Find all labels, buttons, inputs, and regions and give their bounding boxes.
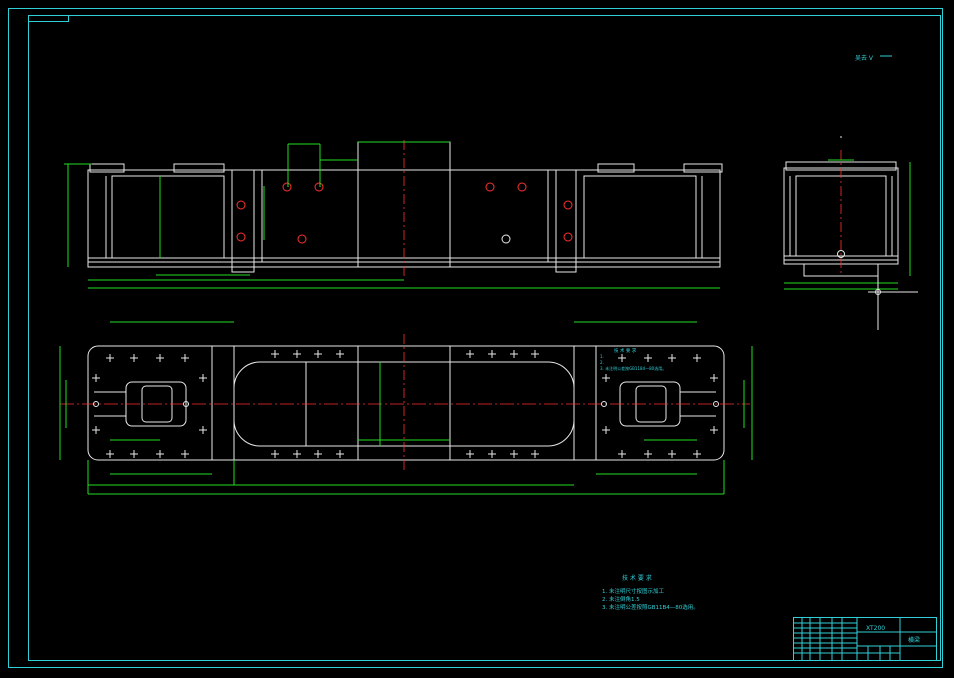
note-item: 3. 未注明公差按照GB11B4—80选用。 — [602, 603, 699, 611]
plan-note: 技 术 要 求 1. 2. 3. 未注明公差按GB1184—80选用。 — [600, 347, 666, 371]
sheet-inner-border — [28, 15, 941, 661]
sheet-outer-border — [8, 8, 943, 668]
part-code: XT200 — [866, 625, 885, 632]
plan-note-item: 3. 未注明公差按GB1184—80选用。 — [600, 365, 666, 371]
note-item: 1. 未注明尺寸按图示加工 — [602, 587, 664, 595]
plan-view — [59, 321, 753, 495]
plan-note-item: 2. — [600, 360, 604, 365]
plan-note-item: 1. — [600, 354, 604, 359]
title-block: XT200 横梁 — [793, 617, 937, 661]
part-name: 横梁 — [908, 636, 920, 644]
technical-requirements: 技 术 要 求 1. 未注明尺寸按图示加工 2. 未注倒角1.5 3. 未注明公… — [602, 574, 699, 611]
view-label: 吴去 V — [855, 54, 874, 62]
plan-note-title: 技 术 要 求 — [614, 347, 637, 354]
note-item: 2. 未注倒角1.5 — [602, 595, 640, 603]
side-view — [783, 136, 918, 330]
front-view — [64, 140, 723, 289]
corner-tag — [28, 15, 69, 22]
notes-title: 技 术 要 求 — [622, 574, 652, 582]
